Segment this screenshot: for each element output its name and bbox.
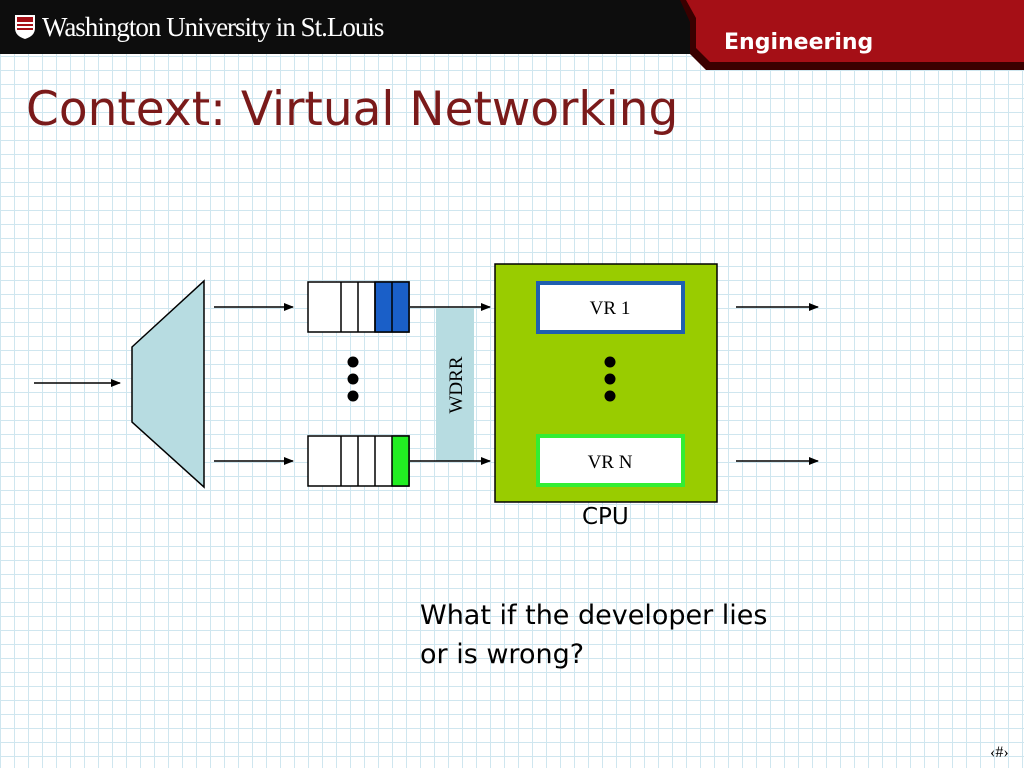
vr-n-label: VR N xyxy=(588,452,633,473)
question-text: What if the developer lies or is wrong? xyxy=(420,596,767,674)
slide-title: Context: Virtual Networking xyxy=(26,82,679,137)
university-wordmark: Washington University in St.Louis xyxy=(42,12,384,42)
vr-ellipsis xyxy=(604,356,616,402)
question-line-2: or is wrong? xyxy=(420,639,585,670)
queue-ellipsis xyxy=(347,356,359,402)
cpu-label: CPU xyxy=(582,504,629,530)
queue-1 xyxy=(307,281,410,333)
header-black-bar xyxy=(0,0,690,54)
question-line-1: What if the developer lies xyxy=(420,600,768,631)
university-seal-icon xyxy=(15,15,35,39)
slide-number: ‹#› xyxy=(990,744,1009,761)
slide-header: Washington University in St.Louis Engine… xyxy=(0,0,1024,70)
vr-n-box xyxy=(536,434,685,487)
department-label: Engineering xyxy=(724,30,874,55)
queue-n xyxy=(307,435,410,487)
wdrr-scheduler xyxy=(436,308,474,461)
demultiplexer-shape xyxy=(131,279,205,489)
wdrr-label: WDRR xyxy=(446,356,467,413)
queue-n-packets xyxy=(391,435,410,487)
vr-1-label: VR 1 xyxy=(590,298,631,319)
vr-1-box xyxy=(536,281,685,334)
header-red-tab xyxy=(680,0,1024,70)
